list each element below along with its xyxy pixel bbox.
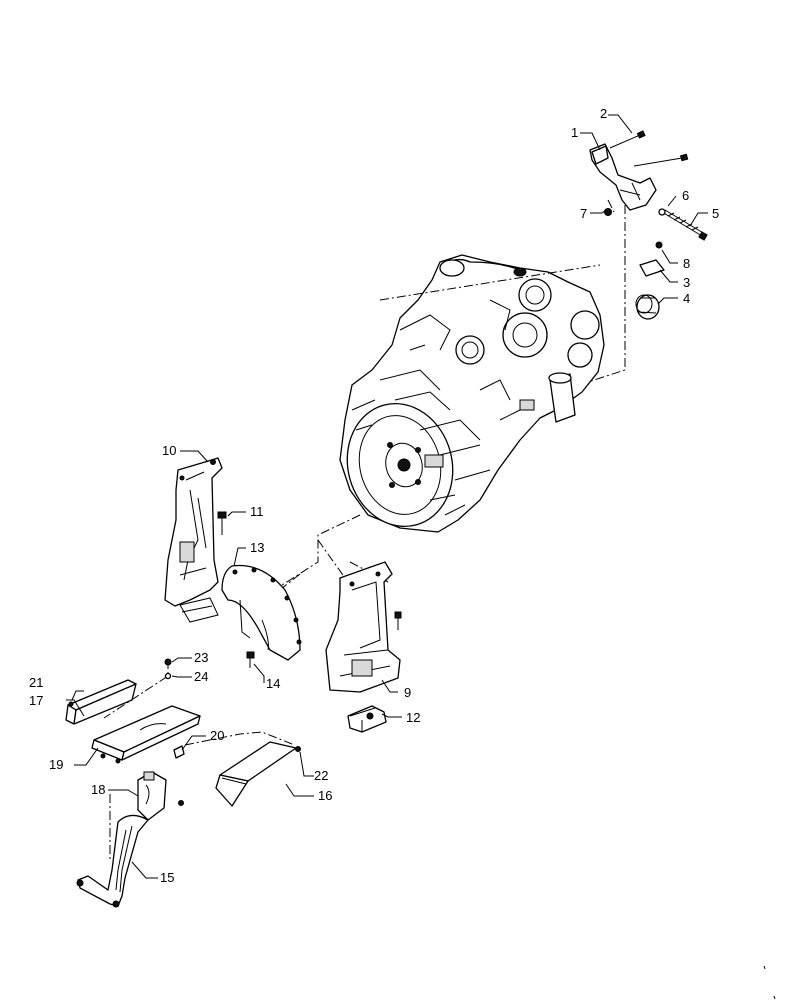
callout-1: 1 xyxy=(571,125,578,140)
callout-18: 18 xyxy=(91,782,105,797)
callout-7: 7 xyxy=(580,206,587,221)
callout-20: 20 xyxy=(210,728,224,743)
part-5-bolt xyxy=(661,209,708,241)
engine-assembly xyxy=(339,254,605,533)
callout-5: 5 xyxy=(712,206,719,221)
part-1-mount-bracket xyxy=(589,143,657,211)
corner-mark xyxy=(763,965,776,1000)
part-9-bolt xyxy=(394,611,402,630)
callout-6: 6 xyxy=(682,188,689,203)
part-18-clamp-bracket xyxy=(137,771,167,821)
callout-17: 17 xyxy=(29,693,43,708)
part-14-bolt xyxy=(246,651,255,668)
part-16-angle-shield xyxy=(215,741,297,807)
part-22-nut xyxy=(295,746,301,752)
part-6-washer xyxy=(658,208,666,216)
callout-24: 24 xyxy=(194,669,208,684)
callout-14: 14 xyxy=(266,676,280,691)
part-15-support-frame xyxy=(76,814,149,908)
part-24-washer xyxy=(164,672,172,680)
part-20-clip xyxy=(173,745,185,759)
part-19-tray-plate xyxy=(91,705,201,764)
part-18-nut xyxy=(178,800,184,806)
callout-2: 2 xyxy=(600,106,607,121)
callout-10: 10 xyxy=(162,443,176,458)
part-9-bracket xyxy=(325,561,401,693)
callout-22: 22 xyxy=(314,768,328,783)
part-17-angle-plate xyxy=(65,679,137,725)
part-13-housing-cover xyxy=(221,564,302,661)
part-11-bolt xyxy=(217,511,227,535)
leader-lines xyxy=(66,114,708,879)
callout-8: 8 xyxy=(683,256,690,271)
callout-13: 13 xyxy=(250,540,264,555)
callout-19: 19 xyxy=(49,757,63,772)
part-2-bolts xyxy=(609,130,689,167)
part-8-nut xyxy=(655,241,663,249)
callout-11: 11 xyxy=(250,504,264,519)
callout-12: 12 xyxy=(406,710,420,725)
callout-21: 21 xyxy=(29,675,43,690)
part-23-nut xyxy=(164,658,172,666)
callout-4: 4 xyxy=(683,291,690,306)
callout-23: 23 xyxy=(194,650,208,665)
callout-9: 9 xyxy=(404,685,411,700)
callout-16: 16 xyxy=(318,788,332,803)
part-3-plate xyxy=(639,259,665,277)
callout-3: 3 xyxy=(683,275,690,290)
part-7-nut xyxy=(604,208,612,216)
callout-15: 15 xyxy=(160,870,174,885)
part-4-isolator xyxy=(635,294,660,320)
part-10-bracket xyxy=(164,457,223,623)
part-12-mount-block xyxy=(347,705,387,733)
callout-labels: 1 2 3 4 5 6 7 8 9 10 11 12 13 14 15 16 1… xyxy=(29,106,719,885)
